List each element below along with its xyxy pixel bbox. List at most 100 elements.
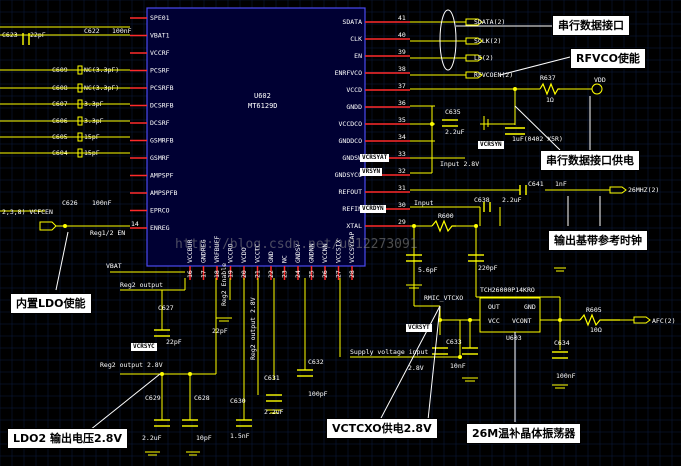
right-pin-name: REFOUT bbox=[339, 188, 363, 196]
tag-vcrsyat: VCRSYAT bbox=[360, 154, 390, 162]
label-vdd: VDD bbox=[594, 76, 606, 84]
right-pin-number: 29 bbox=[398, 218, 406, 226]
bottom-pin-number: 17 bbox=[200, 270, 208, 278]
label-vtcxo-2v8: 2.8V bbox=[408, 364, 424, 372]
bottom-pin-name: VCCRO bbox=[227, 243, 235, 263]
bottom-pin-group: VCCBUR16GNDREG17VRFBUFF18VCCRO19VCDO20VC… bbox=[186, 232, 356, 280]
right-pin-number: 39 bbox=[398, 48, 406, 56]
label-vcc-pin: VCC bbox=[488, 317, 500, 325]
right-pin-number: 40 bbox=[398, 31, 406, 39]
tag-vcrsyc: VCRSYC bbox=[131, 343, 157, 351]
label-rfvcoen: RFVCOEN(2) bbox=[474, 71, 513, 79]
bottom-pin-name: VCCBUR bbox=[186, 239, 194, 263]
label-reg-enable-vertical: Reg2 Enable bbox=[220, 263, 228, 306]
bottom-pin-name: VCCTC bbox=[254, 243, 262, 263]
label-u603: U603 bbox=[506, 334, 522, 342]
label-c630: C630 bbox=[230, 397, 246, 405]
chip-ref: U602 bbox=[254, 92, 271, 100]
port-arrows bbox=[39, 18, 651, 324]
label-c631: C631 bbox=[264, 374, 280, 382]
tag-vcrdyn: VCRDYN bbox=[360, 205, 386, 213]
label-c638: C638 bbox=[474, 196, 490, 204]
right-pin-name: VCCDCO bbox=[339, 120, 363, 128]
bottom-pin-number: 28 bbox=[348, 270, 356, 278]
left-pin-number: 14 bbox=[131, 220, 139, 228]
label-supply-input: Supply voltage input bbox=[350, 348, 428, 356]
label-c633: C633 bbox=[446, 338, 462, 346]
label-c636-val: 1uF(0402 X5R) bbox=[512, 135, 563, 143]
label-c631-val: 2.2uF bbox=[264, 408, 284, 416]
bottom-wiring bbox=[0, 26, 341, 420]
callout-ldo2-output: LDO2 输出电压2.8V bbox=[7, 428, 128, 449]
callout-serial-interface: 串行数据接口 bbox=[552, 15, 630, 36]
tag-vcrsyt: VCRSYT bbox=[406, 324, 432, 332]
annotation-pointers bbox=[55, 9, 601, 431]
label-input-refin: Input bbox=[414, 199, 434, 207]
callout-26m-crystal: 26M温补晶体振荡器 bbox=[466, 423, 582, 444]
bottom-pin-number: 18 bbox=[213, 270, 221, 278]
left-pin-name: ENREG bbox=[150, 224, 170, 232]
callout-rfvco-enable: RFVCO使能 bbox=[570, 48, 646, 69]
label-c632: C632 bbox=[308, 358, 324, 366]
label-c-220pf: 220pF bbox=[478, 264, 498, 272]
bottom-capacitors bbox=[22, 33, 313, 427]
label-c641: C641 bbox=[528, 180, 544, 188]
left-pin-name: PCSRFB bbox=[150, 84, 174, 92]
label-vbat: VBAT bbox=[106, 262, 122, 270]
bottom-pin-number: 23 bbox=[281, 270, 289, 278]
left-pin-name: PCSRF bbox=[150, 67, 170, 75]
left-cap-value: 100nF bbox=[112, 27, 132, 35]
label-r605: R605 bbox=[586, 306, 602, 314]
label-c627-val: 22pF bbox=[166, 338, 182, 346]
bottom-pin-number: 20 bbox=[240, 270, 248, 278]
label-vcfcen: 2,3,8) VCFCEN bbox=[2, 208, 53, 216]
callout-ldo-enable: 内置LDO使能 bbox=[10, 293, 92, 314]
label-c630-val: 1.5nF bbox=[230, 432, 250, 440]
left-pin-name: VBAT1 bbox=[150, 32, 170, 40]
label-afc: AFC(2) bbox=[652, 317, 675, 325]
label-r605-val: 10Ω bbox=[590, 326, 602, 334]
left-pin-group: SPE01VBAT1VCCRFPCSRFPCSRFBDCSRFBDCSRFGSM… bbox=[130, 14, 177, 232]
right-pin-name: CLK bbox=[350, 35, 362, 43]
label-r637-val: 1Ω bbox=[546, 96, 554, 104]
label-c638-val: 2.2uF bbox=[502, 196, 522, 204]
watermark: http://blog.csdn.net/u012273091 bbox=[175, 237, 418, 252]
right-pin-name: REFIN bbox=[342, 205, 362, 213]
bottom-pin-name: GND bbox=[267, 251, 275, 263]
label-reg-out-vertical: Reg2 output 2.8V bbox=[249, 297, 257, 360]
bottom-pin-number: 26 bbox=[321, 270, 329, 278]
right-pin-name: ENRFVCO bbox=[335, 69, 362, 77]
bottom-pin-number: 21 bbox=[254, 270, 262, 278]
ground-symbols bbox=[145, 116, 568, 456]
right-pin-number: 31 bbox=[398, 184, 406, 192]
left-pin-name: VCCRF bbox=[150, 49, 170, 57]
left-pin-name: AMPSPF bbox=[150, 172, 174, 180]
callout-clock-output: 输出基带参考时钟 bbox=[548, 230, 648, 251]
right-pin-number: 35 bbox=[398, 116, 406, 124]
right-resistors bbox=[431, 82, 620, 327]
label-c627: C627 bbox=[158, 304, 174, 312]
left-cap-value: 100nF bbox=[92, 199, 112, 207]
tag-vrsyn: VRSYN bbox=[360, 168, 383, 176]
right-pin-name: GNDSYCO bbox=[335, 171, 362, 179]
component-labels: SDATA(2) SCLK(2) LE(2) RFVCOEN(2) VDD R6… bbox=[2, 18, 675, 442]
right-pin-number: 36 bbox=[398, 99, 406, 107]
left-pin-name: SPE01 bbox=[150, 14, 170, 22]
right-pin-number: 30 bbox=[398, 201, 406, 209]
label-r600: R600 bbox=[438, 212, 454, 220]
label-c628: C628 bbox=[194, 394, 210, 402]
label-le: LE(2) bbox=[474, 54, 494, 62]
label-c633-val: 10nF bbox=[450, 362, 466, 370]
left-pin-name: GSMRF bbox=[150, 154, 170, 162]
label-c641-val: 1nF bbox=[555, 180, 567, 188]
label-c628-val: 10pF bbox=[196, 434, 212, 442]
right-pin-name: VCCD bbox=[346, 86, 362, 94]
label-sclk: SCLK(2) bbox=[474, 37, 501, 45]
label-sdata: SDATA(2) bbox=[474, 18, 505, 26]
bottom-pin-name: VRFBUFF bbox=[213, 236, 221, 263]
label-reg2-output-2v8: Reg2 output 2.8V bbox=[100, 361, 163, 369]
right-pin-number: 33 bbox=[398, 150, 406, 158]
chip-body bbox=[146, 7, 366, 267]
